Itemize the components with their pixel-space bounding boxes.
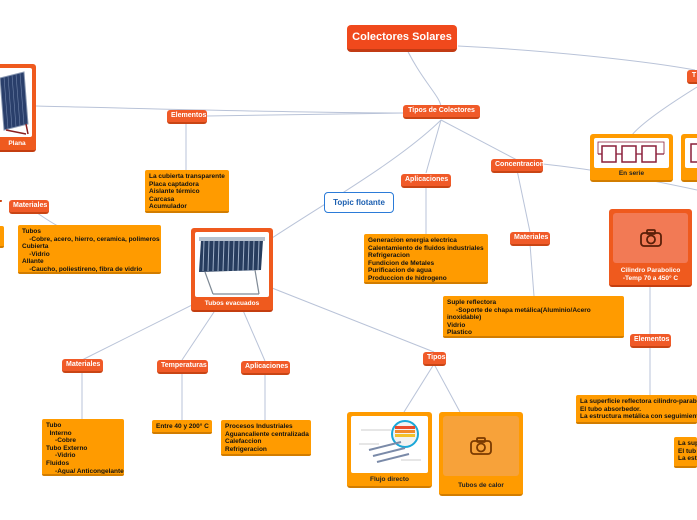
en-serie-caption: En serie [618, 170, 645, 177]
tubos-evacuados-card[interactable]: Tubos evacuados [191, 228, 273, 312]
materiales-left-list: Tubos -Cobre, acero, hierro, ceramica, p… [18, 225, 161, 274]
cropped-top-right-pill[interactable]: T [687, 70, 697, 84]
plana-caption: Plana [8, 140, 26, 147]
materiales-left-node[interactable]: Materiales [9, 200, 49, 214]
series-connection-icon [594, 138, 669, 168]
cropped-right-card [681, 134, 697, 182]
aplicaciones-tubos-node[interactable]: Aplicaciones [241, 361, 290, 375]
tubos-evacuados-caption: Tubos evacuados [204, 300, 260, 307]
cilindro-parabolico-card[interactable]: Cilindro Parabolico -Temp 70 a 450° C [609, 209, 692, 287]
concentracion-node[interactable]: Concentracion [491, 159, 544, 173]
flujo-directo-card[interactable]: Flujo directo [347, 412, 432, 488]
elementos-node[interactable]: Elementos [167, 110, 207, 124]
materiales-tubos-list: Tubo Interno -Cobre Tubo Externo -Vidrio… [42, 419, 124, 476]
root-node[interactable]: Colectores Solares [347, 25, 457, 52]
elementos-cilindro-node[interactable]: Elementos [630, 334, 671, 348]
tipos-de-colectores-node[interactable]: Tipos de Colectores [403, 105, 480, 119]
materiales-tubos-node[interactable]: Materiales [62, 359, 103, 373]
tipos-tubos-node[interactable]: Tipos [423, 352, 446, 366]
heat-pipe-diagram-icon [351, 416, 428, 473]
plana-card[interactable]: Plana [0, 64, 36, 152]
cilindro-parabolico-photo [613, 213, 688, 263]
flujo-directo-caption: Flujo directo [370, 476, 409, 483]
tubos-de-calor-photo [443, 416, 519, 476]
aplicaciones-tubos-list: Procesos Industriales Aguancaliente cent… [221, 420, 311, 456]
tubos-de-calor-caption: Tubos de calor [458, 482, 504, 489]
cilindro-parabolico-caption: Cilindro Parabolico -Temp 70 a 450° C [620, 267, 681, 282]
materiales-conc-node[interactable]: Materiales [510, 232, 550, 246]
temperaturas-node[interactable]: Temperaturas [157, 360, 208, 374]
series-connection-icon [685, 138, 697, 168]
vacuum-tube-collector-icon [195, 232, 269, 297]
camera-icon [470, 437, 492, 455]
materiales-conc-list: Suple reflectora -Soporte de chapa metál… [443, 296, 624, 338]
topic-flotante-node[interactable]: Topic flotante [324, 192, 394, 213]
cropped-right-list: La sup El tub La est [674, 437, 697, 468]
elementos-cilindro-list: La superficie reflectora cilindro-parabo… [576, 395, 697, 424]
aplicaciones-conc-node[interactable]: Aplicaciones [401, 174, 451, 188]
aplicaciones-conc-list: Generacion energia electrica Calentamien… [364, 234, 488, 284]
camera-icon [639, 229, 662, 247]
cropped-left-box [0, 226, 4, 248]
tubos-de-calor-card[interactable]: Tubos de calor [439, 412, 523, 496]
solar-panel-icon [0, 68, 32, 137]
cropped-left-pill [0, 200, 2, 202]
elementos-list: La cubierta transparente Placa captadora… [145, 170, 229, 213]
en-serie-card[interactable]: En serie [590, 134, 673, 182]
temperaturas-value: Entre 40 y 200° C [152, 420, 212, 434]
